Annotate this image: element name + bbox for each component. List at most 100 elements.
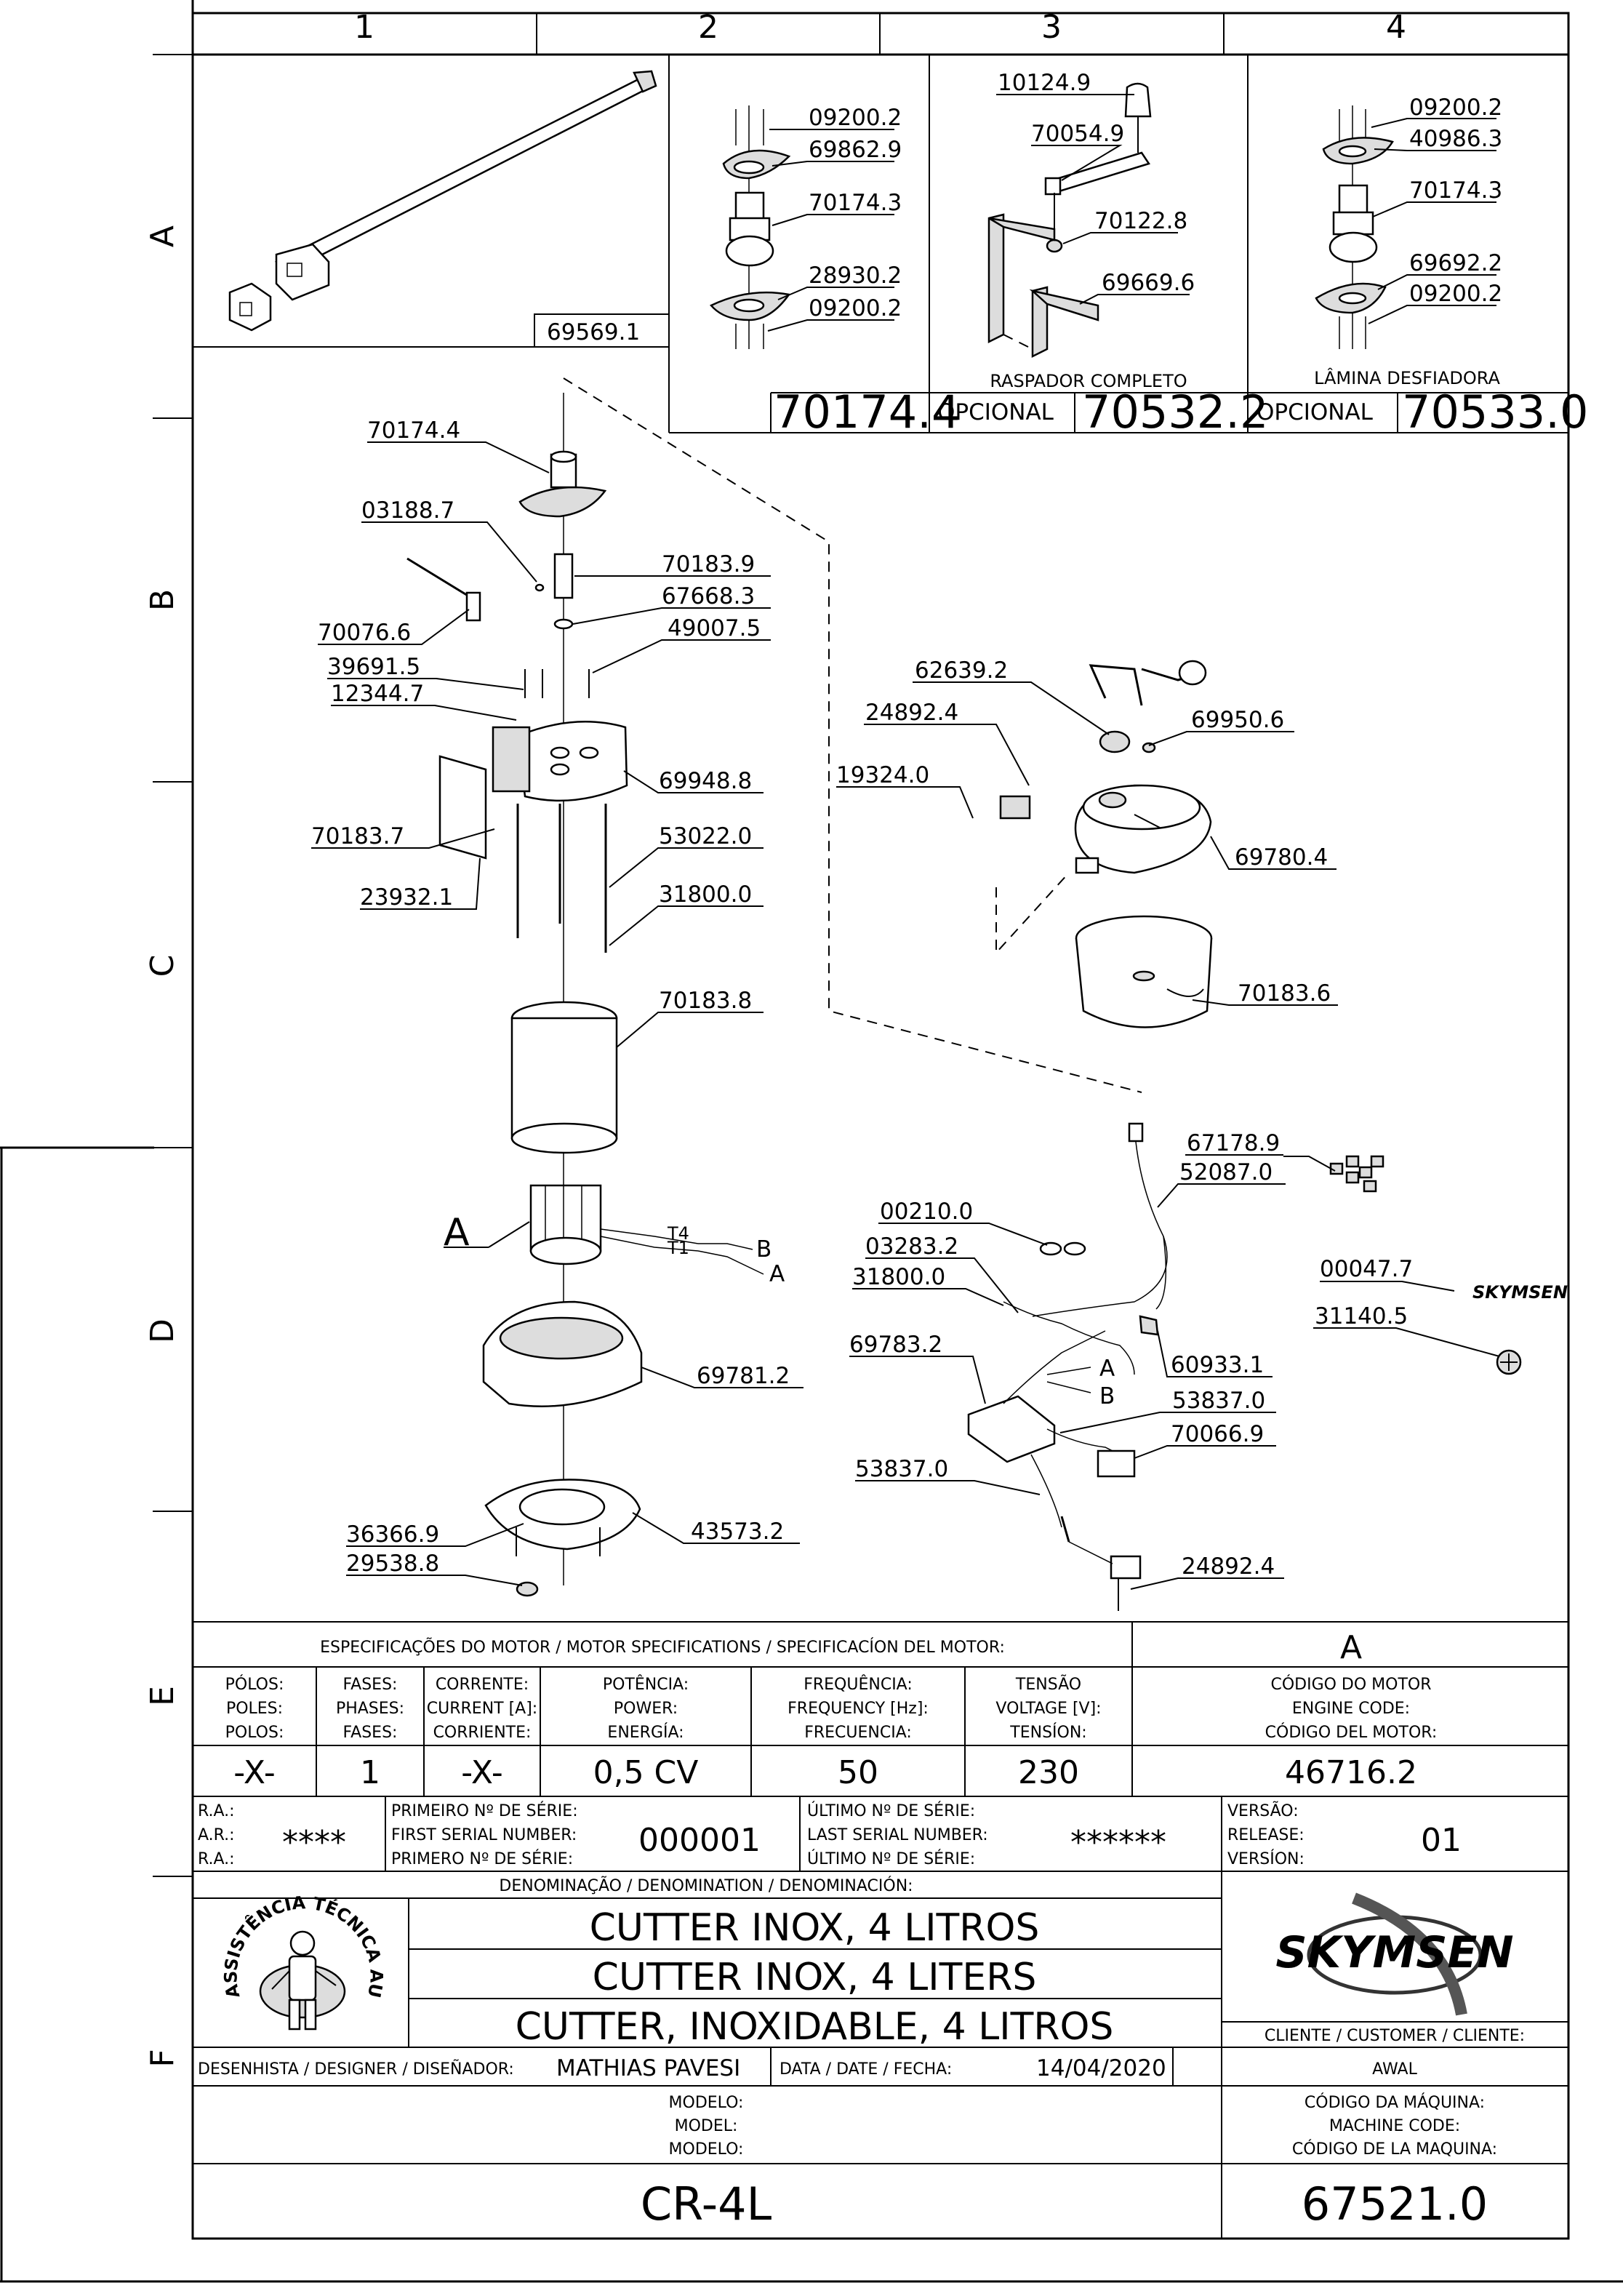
ra-label: R.A.: bbox=[198, 1850, 235, 1868]
spec-header: CÓDIGO DEL MOTOR: bbox=[1265, 1723, 1438, 1742]
part-number: 39691.5 bbox=[327, 654, 420, 680]
kit-code: 70532.2 bbox=[1082, 385, 1268, 439]
lid-bowl-drawing bbox=[999, 660, 1213, 1028]
date-label: DATA / DATE / FECHA: bbox=[780, 2060, 952, 2079]
scraper-drawing bbox=[987, 82, 1152, 359]
part-number: 70174.3 bbox=[1409, 177, 1502, 204]
version-label: VERSÃO: bbox=[1227, 1801, 1299, 1820]
part-number: 52087.0 bbox=[1179, 1159, 1273, 1185]
kit-code: 70533.0 bbox=[1402, 385, 1588, 439]
scraper-callouts: 10124.9 70054.9 70122.8 69669.6 bbox=[996, 70, 1195, 305]
part-number: 53837.0 bbox=[1172, 1388, 1265, 1414]
kit-caption: RASPADOR COMPLETO bbox=[990, 371, 1187, 391]
last-serial-label: ÚLTIMO Nº DE SÉRIE: bbox=[807, 1801, 975, 1820]
designer-value: MATHIAS PAVESI bbox=[556, 2055, 740, 2081]
electrical-callouts: 67178.9 52087.0 00210.0 03283.2 31800.0 … bbox=[849, 1130, 1336, 1590]
part-number: 09200.2 bbox=[809, 105, 902, 131]
machine-code-label: MACHINE CODE: bbox=[1329, 2117, 1460, 2135]
last-serial-label: ÚLTIMO Nº DE SÉRIE: bbox=[807, 1849, 975, 1868]
spec-value: 230 bbox=[1018, 1754, 1079, 1791]
brand-logo: SKYMSEN bbox=[1275, 1892, 1514, 2016]
blade-assembly-drawing bbox=[709, 105, 791, 349]
denomination-label: DENOMINAÇÃO / DENOMINATION / DENOMINACIÓ… bbox=[499, 1876, 913, 1895]
part-number: 00210.0 bbox=[880, 1199, 973, 1225]
motor-spec-title: ESPECIFICAÇÕES DO MOTOR / MOTOR SPECIFIC… bbox=[320, 1637, 1005, 1657]
motor-spec-headers: PÓLOS: POLES: POLOS: FASES: PHASES: FASE… bbox=[225, 1674, 1438, 1742]
wire-end-label: A bbox=[769, 1261, 785, 1287]
alignment-line bbox=[995, 872, 1070, 955]
part-number: 70054.9 bbox=[1031, 121, 1124, 147]
part-number: 70122.8 bbox=[1094, 208, 1187, 234]
spec-header: ENERGÍA: bbox=[607, 1723, 684, 1742]
electrical-drawing bbox=[967, 1122, 1384, 1611]
part-number: 70183.7 bbox=[311, 823, 404, 849]
part-number: 00047.7 bbox=[1320, 1256, 1413, 1282]
part-number: 70066.9 bbox=[1171, 1421, 1264, 1447]
part-number: 69669.6 bbox=[1102, 270, 1195, 296]
spec-header: CURRENT [A]: bbox=[427, 1700, 537, 1718]
row-label: D bbox=[144, 1319, 181, 1343]
part-number: 29538.8 bbox=[346, 1551, 439, 1577]
shredder-blade-drawing bbox=[1315, 105, 1394, 349]
spec-header: ENGINE CODE: bbox=[1292, 1700, 1410, 1718]
wire-end-label: A bbox=[1099, 1356, 1115, 1382]
shredder-blade-callouts: 09200.2 40986.3 70174.3 69692.2 09200.2 bbox=[1368, 95, 1502, 324]
client-value: AWAL bbox=[1372, 2060, 1417, 2079]
spec-header: FASES: bbox=[343, 1724, 398, 1742]
part-number: 24892.4 bbox=[1182, 1553, 1275, 1580]
part-number: 69780.4 bbox=[1235, 844, 1328, 871]
spec-header: FREQUÊNCIA: bbox=[804, 1675, 913, 1694]
part-number: 69781.2 bbox=[697, 1363, 790, 1389]
part-number: 70183.6 bbox=[1238, 980, 1331, 1007]
wire-leader bbox=[698, 1243, 753, 1250]
part-number: 28930.2 bbox=[809, 263, 902, 289]
part-number: 09200.2 bbox=[1409, 281, 1502, 307]
version-label: RELEASE: bbox=[1227, 1826, 1305, 1844]
serial-row bbox=[193, 1796, 1568, 1872]
row-labels: A B C D E F bbox=[144, 225, 181, 2068]
part-number: 70076.6 bbox=[318, 620, 411, 646]
product-name-es: CUTTER, INOXIDABLE, 4 LITROS bbox=[516, 2005, 1114, 2049]
scraper-rod-drawing bbox=[228, 70, 657, 332]
spec-value: -X- bbox=[461, 1754, 503, 1791]
motor-wire-label: T4 bbox=[667, 1223, 689, 1244]
part-number: 12344.7 bbox=[331, 681, 424, 707]
column-labels: 1 2 3 4 bbox=[354, 9, 1406, 46]
title-block-grid bbox=[193, 1871, 1568, 2239]
ra-label: R.A.: bbox=[198, 1802, 235, 1820]
spec-header: POTÊNCIA: bbox=[603, 1675, 689, 1694]
main-assembly-callouts: 70174.4 03188.7 70183.9 67668.3 49007.5 … bbox=[311, 417, 804, 1586]
spec-header: PÓLOS: bbox=[225, 1675, 284, 1694]
optional-label: OPCIONAL bbox=[937, 399, 1054, 425]
part-number: 43573.2 bbox=[691, 1519, 784, 1545]
machine-code-label: CÓDIGO DE LA MAQUINA: bbox=[1292, 2140, 1497, 2159]
part-number: 53022.0 bbox=[659, 823, 752, 849]
part-number: 69783.2 bbox=[849, 1332, 942, 1358]
wire-leader bbox=[697, 1250, 764, 1275]
ra-label: A.R.: bbox=[198, 1826, 235, 1844]
part-number: 69948.8 bbox=[659, 768, 752, 794]
part-number: 24892.4 bbox=[865, 700, 958, 726]
part-number: 10124.9 bbox=[998, 70, 1091, 96]
part-number: 03283.2 bbox=[865, 1233, 958, 1260]
motor-wire-label: T1 bbox=[667, 1238, 689, 1258]
last-serial-label: LAST SERIAL NUMBER: bbox=[807, 1826, 988, 1844]
part-number: 49007.5 bbox=[668, 615, 761, 641]
first-serial-label: PRIMEIRO Nº DE SÉRIE: bbox=[391, 1801, 578, 1820]
spec-header: TENSÃO bbox=[1015, 1674, 1081, 1694]
spec-header: POLES: bbox=[226, 1700, 283, 1718]
first-serial-label: PRIMERO Nº DE SÉRIE: bbox=[391, 1849, 573, 1868]
row-label: F bbox=[144, 2049, 181, 2067]
product-name-pt: CUTTER INOX, 4 LITROS bbox=[590, 1906, 1040, 1950]
motor-spec-letter: A bbox=[1340, 1629, 1362, 1666]
first-serial-label: FIRST SERIAL NUMBER: bbox=[391, 1826, 577, 1844]
blade-assembly-callouts: 09200.2 69862.9 70174.3 28930.2 09200.2 bbox=[767, 105, 902, 332]
model-label: MODELO: bbox=[669, 2140, 744, 2159]
row-label: C bbox=[144, 955, 181, 977]
column-label: 1 bbox=[354, 9, 374, 46]
part-number: 31800.0 bbox=[659, 881, 752, 908]
last-serial-value: ****** bbox=[1070, 1824, 1166, 1861]
first-serial-value: 000001 bbox=[638, 1822, 761, 1859]
spec-value: 50 bbox=[838, 1754, 878, 1791]
